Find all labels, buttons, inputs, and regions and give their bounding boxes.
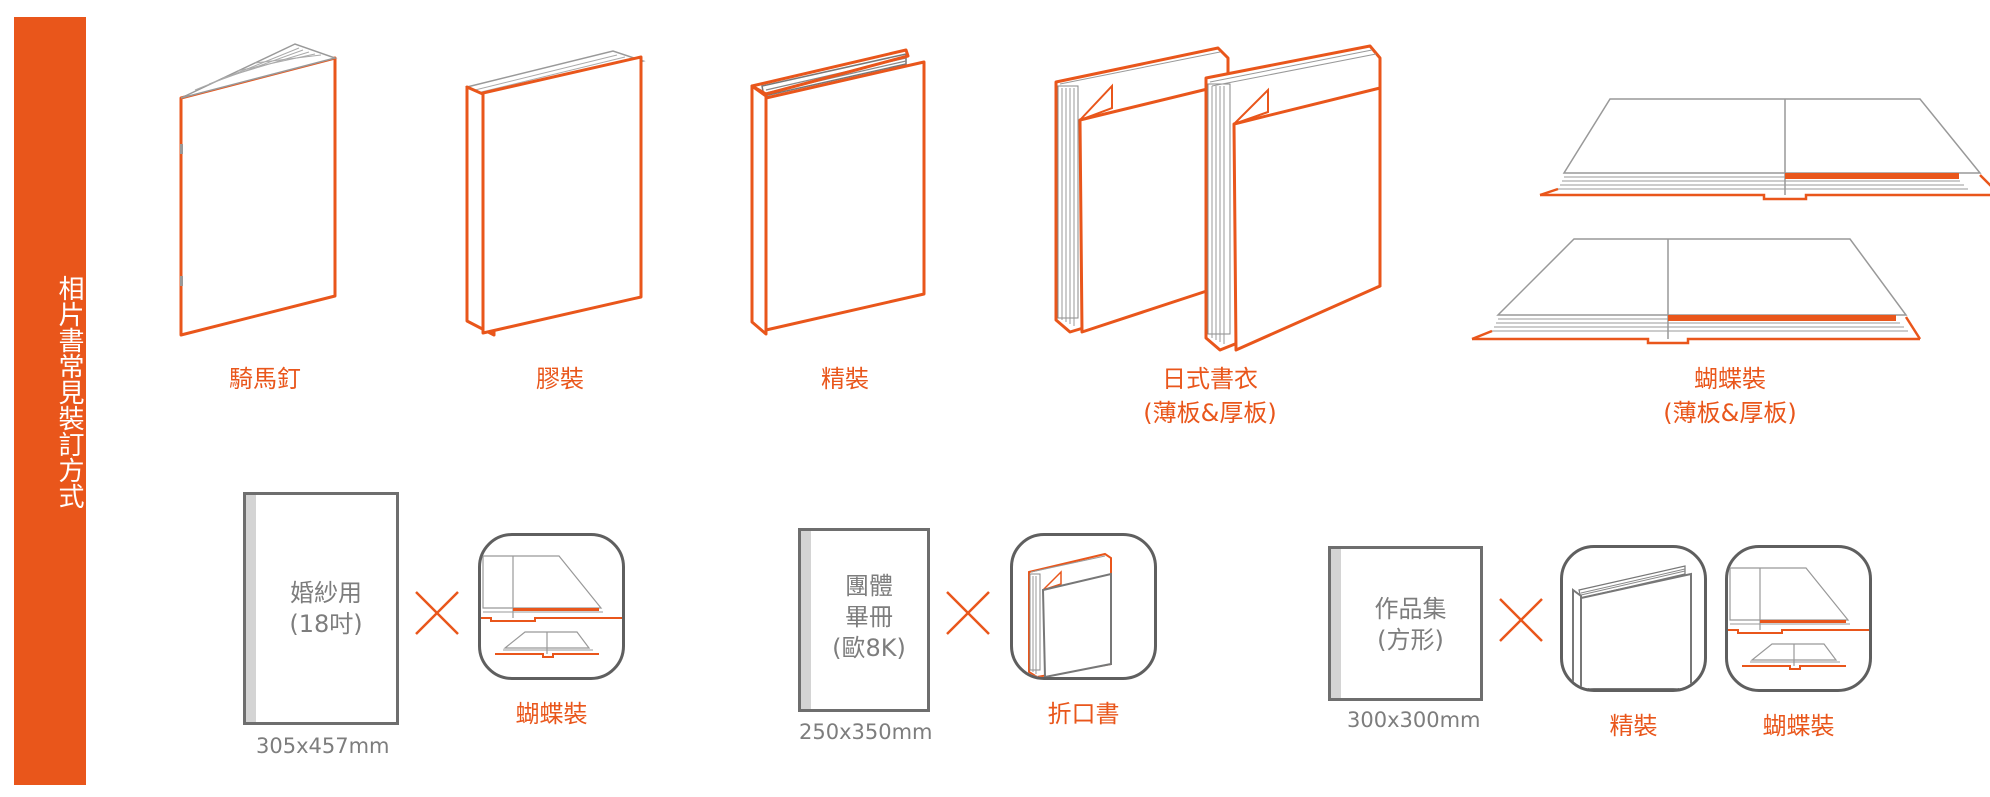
layflat-book-icon [481, 555, 622, 658]
binding-label-saddle: 騎馬釘 [229, 365, 301, 393]
binding-label-perfect: 膠裝 [536, 365, 584, 393]
option-box-hardcover [1560, 545, 1707, 692]
option-label-wedding-layflat: 蝴蝶裝 [515, 700, 588, 728]
saddle-stitch-book-icon [179, 43, 338, 337]
size-box-group: 團體畢冊(歐8K) [798, 528, 930, 712]
spine-strip [246, 495, 256, 722]
layflat-book-icon [1471, 98, 1990, 345]
size-box-title: 婚紗用(18吋) [289, 579, 363, 638]
size-box-title: 作品集(方形) [1374, 595, 1447, 654]
size-label-group: 250x350mm [799, 720, 933, 744]
cross-icon [415, 591, 459, 635]
size-box-title: 團體畢冊(歐8K) [832, 572, 906, 662]
option-label-group-japanese: 折口書 [1047, 700, 1120, 728]
option-box-layflat [478, 533, 625, 680]
hardcover-book-icon [750, 48, 926, 336]
option-label-portfolio-hardcover: 精裝 [1609, 712, 1658, 740]
sidebar: 相片書常見裝訂方式 [14, 17, 86, 785]
spine-strip [801, 531, 811, 709]
binding-sublabel-japanese: (薄板&厚板) [1143, 399, 1277, 427]
sidebar-title: 相片書常見裝訂方式 [54, 275, 84, 509]
option-label-portfolio-layflat: 蝴蝶裝 [1762, 712, 1835, 740]
hardcover-book-icon [1572, 565, 1692, 689]
size-label-portfolio: 300x300mm [1347, 708, 1481, 732]
size-box-portfolio: 作品集(方形) [1328, 546, 1483, 701]
layflat-book-icon [1728, 567, 1869, 670]
binding-label-layflat: 蝴蝶裝(薄板&厚板) [1640, 362, 1820, 430]
size-box-wedding: 婚紗用(18吋) [243, 492, 399, 725]
perfect-bound-book-icon [464, 50, 646, 337]
japanese-jacket-book-icon [1054, 44, 1382, 352]
binding-label-hardcover: 精裝 [821, 365, 869, 393]
option-box-layflat [1725, 545, 1872, 692]
option-box-japanese [1010, 533, 1157, 680]
size-label-wedding: 305x457mm [256, 734, 390, 758]
binding-label-japanese: 日式書衣(薄板&厚板) [1120, 362, 1300, 430]
cross-icon [1499, 598, 1543, 642]
spine-strip [1331, 549, 1341, 698]
japanese-jacket-book-icon [1028, 552, 1112, 677]
binding-sublabel-layflat: (薄板&厚板) [1663, 399, 1797, 427]
cross-icon [946, 591, 990, 635]
